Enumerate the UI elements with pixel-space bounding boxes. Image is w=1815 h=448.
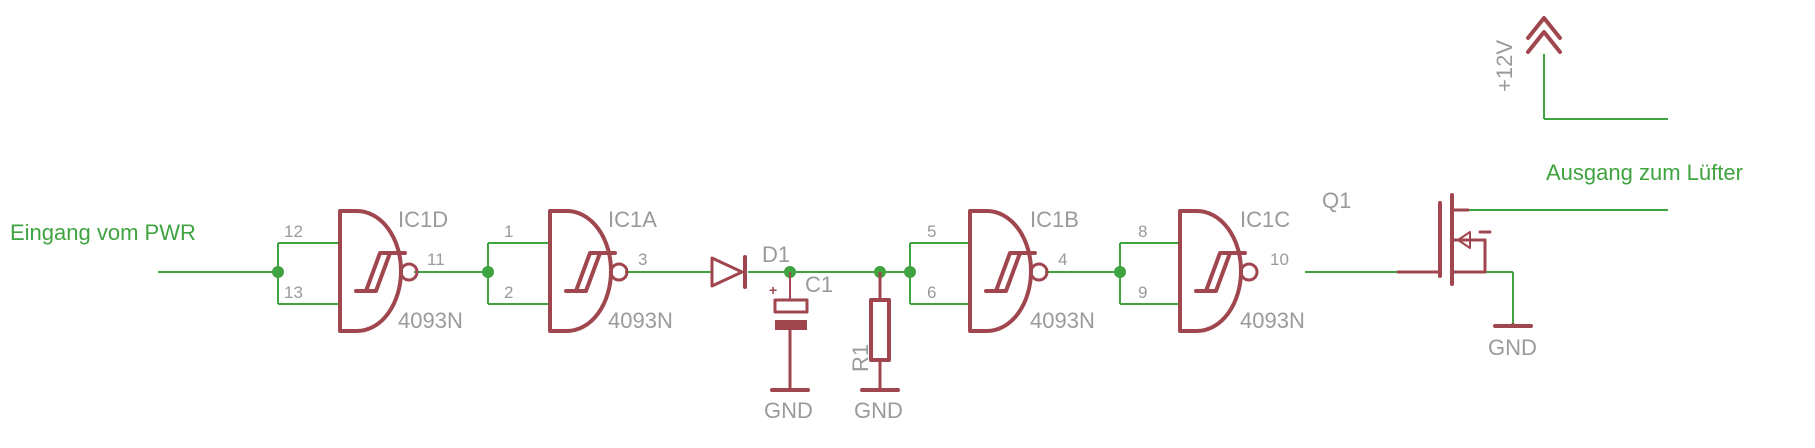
gate-name: IC1D — [398, 207, 448, 232]
pin-label: 6 — [927, 283, 936, 302]
pin-label: 8 — [1138, 222, 1147, 241]
pin-label: 5 — [927, 222, 936, 241]
gate-name: IC1C — [1240, 207, 1290, 232]
cap-label: C1 — [805, 272, 833, 297]
gate-type: 4093N — [398, 308, 463, 333]
gnd-label: GND — [764, 398, 813, 423]
pin-label: 12 — [284, 222, 303, 241]
diode-label: D1 — [762, 242, 790, 267]
junction-dot — [272, 266, 284, 278]
junction-dot — [904, 266, 916, 278]
gate-type: 4093N — [1240, 308, 1305, 333]
gnd-label: GND — [1488, 335, 1537, 360]
wires — [158, 54, 1668, 325]
gate-ic1a: 1 2 3 IC1A 4093N — [504, 207, 673, 333]
gate-ic1c: 8 9 10 IC1C 4093N — [1138, 207, 1305, 333]
output-net-label: Ausgang zum Lüfter — [1546, 160, 1743, 185]
pin-label: 13 — [284, 283, 303, 302]
gate-name: IC1A — [608, 207, 657, 232]
mosfet-q1: Q1 GND — [1322, 188, 1537, 360]
gate-name: IC1B — [1030, 207, 1079, 232]
resistor-label: R1 — [848, 344, 873, 372]
capacitor-c1: + C1 GND — [764, 272, 833, 423]
input-net-label: Eingang vom PWR — [10, 220, 196, 245]
pin-label: 3 — [638, 250, 647, 269]
gate-ic1b: 5 6 4 IC1B 4093N — [927, 207, 1095, 333]
resistor-r1: R1 GND — [848, 272, 903, 423]
junction-dot — [482, 266, 494, 278]
cap-polarity: + — [769, 282, 777, 298]
supply-12v: +12V — [1492, 16, 1562, 92]
pin-label: 9 — [1138, 283, 1147, 302]
junction-dot — [1114, 266, 1126, 278]
pin-label: 1 — [504, 222, 513, 241]
gnd-label: GND — [854, 398, 903, 423]
gate-type: 4093N — [1030, 308, 1095, 333]
pin-label: 2 — [504, 283, 513, 302]
gate-type: 4093N — [608, 308, 673, 333]
gate-ic1d: 12 13 11 IC1D 4093N — [284, 207, 463, 333]
pin-label: 10 — [1270, 250, 1289, 269]
pin-label: 4 — [1058, 250, 1067, 269]
pin-label: 11 — [427, 250, 445, 269]
transistor-label: Q1 — [1322, 188, 1351, 213]
supply-label: +12V — [1492, 40, 1517, 92]
diode-d1: D1 — [710, 242, 790, 289]
